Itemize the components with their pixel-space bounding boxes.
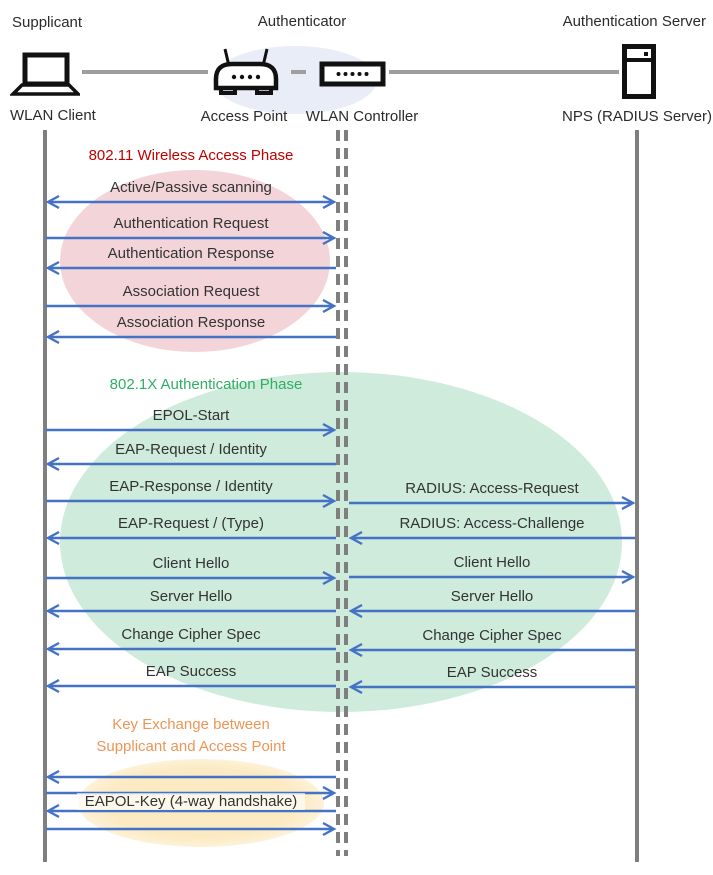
connector-dash-ap-controller [291,70,306,74]
message-label: EAP-Request / (Type) [118,515,264,532]
connector-line-controller-server [389,70,619,74]
role-label-supplicant: Supplicant [12,14,83,31]
message-label: Association Response [116,314,266,331]
message-arrow-left [348,642,635,658]
server-icon [622,44,656,99]
message-arrow-right [349,495,636,511]
message-arrow-right [46,493,337,509]
message-arrow-left [45,603,336,619]
message-label: EPOL-Start [152,407,230,424]
message-label: Change Cipher Spec [121,626,261,643]
message-arrow-left [45,260,336,276]
message-arrow-left [348,603,635,619]
phase-title-wireless-access: 802.11 Wireless Access Phase [88,147,294,164]
laptop-icon [10,52,80,96]
role-label-authenticator: Authenticator [257,13,347,30]
message-arrow-right [349,569,636,585]
message-label: Active/Passive scanning [110,179,272,196]
message-label: Authentication Request [113,215,269,232]
authenticator-lifeline-right [344,130,348,856]
message-label: Authentication Response [107,245,275,262]
message-arrow-right [46,422,337,438]
access-point-icon [213,48,279,95]
message-label: EAP Success [145,663,237,680]
connector-line-client-ap [82,70,208,74]
device-label-access-point: Access Point [200,108,288,125]
phase-title-key-exchange-line2: Supplicant and Access Point [96,738,286,755]
message-arrow-left [45,329,336,345]
message-arrow-left [348,530,635,546]
message-arrow-left [45,530,336,546]
authentication-phase-ellipse [60,372,622,712]
message-label: EAPOL-Key (4-way handshake) [46,792,336,811]
phase-title-key-exchange-line1: Key Exchange between [112,716,270,733]
message-arrow-right [46,570,337,586]
message-arrow-right [46,821,337,837]
message-label: Change Cipher Spec [422,627,562,644]
role-label-authentication-server: Authentication Server [562,13,706,30]
message-label: RADIUS: Access-Request [405,480,579,497]
wlan-controller-icon [319,61,386,87]
message-arrow-both [45,194,337,210]
message-label: Server Hello [149,588,233,605]
message-arrow-left [45,769,336,785]
message-label: EAP-Request / Identity [115,441,267,458]
message-arrow-left [348,679,635,695]
message-label: RADIUS: Access-Challenge [399,515,585,532]
message-arrow-left [45,456,336,472]
message-label: Client Hello [453,554,531,571]
phase-title-key-exchange: Key Exchange between Supplicant and Acce… [66,714,316,758]
server-lifeline [635,130,639,862]
supplicant-lifeline [43,130,47,862]
device-label-wlan-controller: WLAN Controller [305,108,419,125]
wireless-access-phase-ellipse [60,170,330,352]
message-label: Association Request [122,283,260,300]
message-arrow-left [45,678,336,694]
message-arrow-left [45,803,336,819]
message-label: Client Hello [152,555,230,572]
message-arrow-right [46,230,337,246]
message-arrow-left [45,641,336,657]
device-label-wlan-client: WLAN Client [10,107,96,124]
message-label: Server Hello [450,588,534,605]
phase-title-authentication: 802.1X Authentication Phase [109,376,303,393]
authenticator-lifeline-left [336,130,340,856]
message-arrow-right [46,298,337,314]
message-label: EAP-Response / Identity [109,478,273,495]
message-label: EAP Success [446,664,538,681]
device-label-nps-radius-server: NPS (RADIUS Server) [561,108,713,125]
